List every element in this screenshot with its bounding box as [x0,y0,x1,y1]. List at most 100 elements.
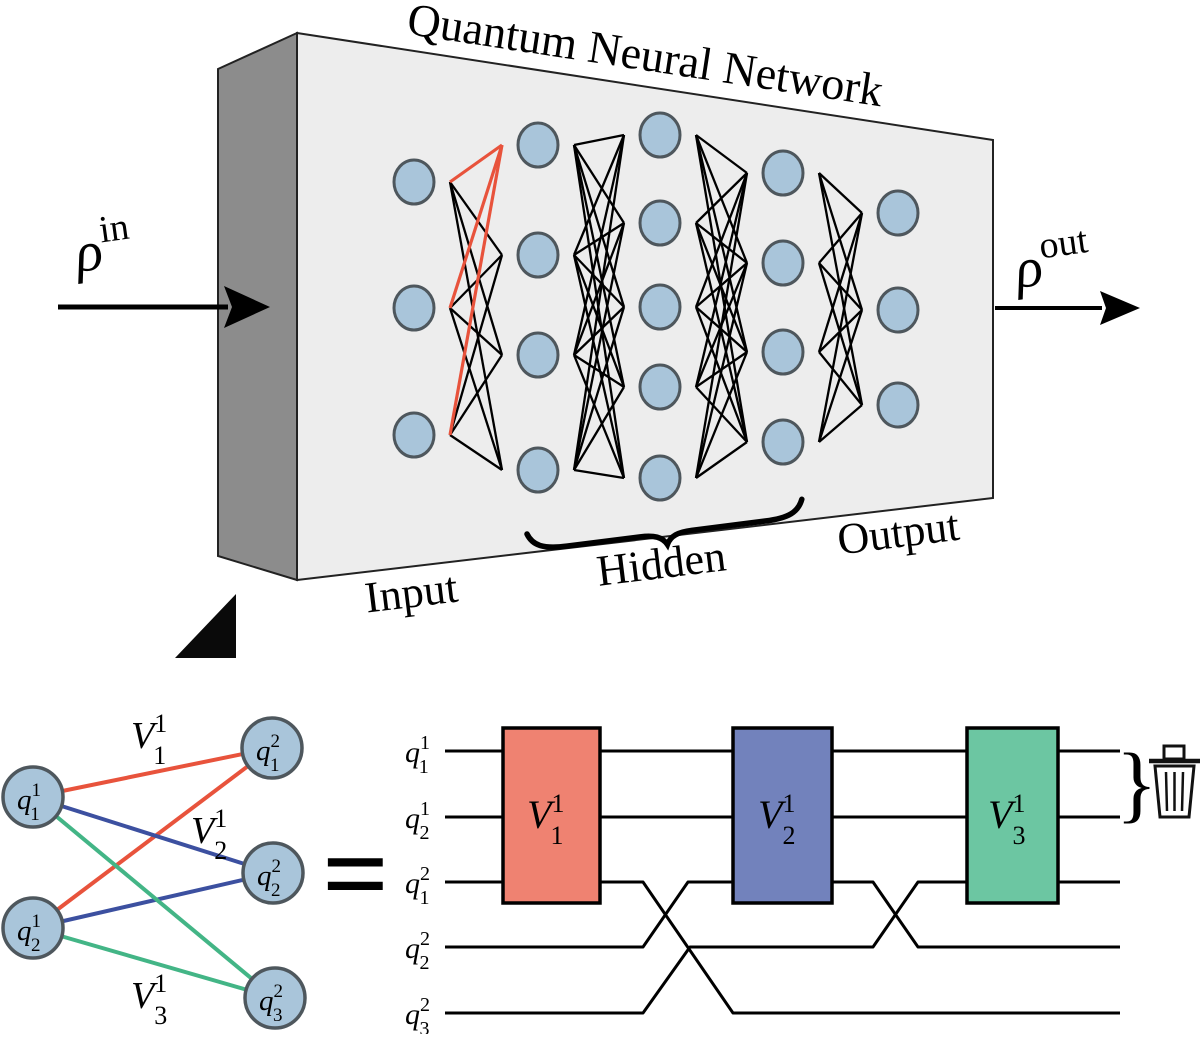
network-edge [449,181,503,256]
gate-v3 [965,726,1060,905]
graph-node-q1-1 [1,765,65,829]
graph-node-q2-2 [241,841,305,905]
network-edges [448,133,864,480]
network-node [876,286,920,334]
network-node [516,331,560,379]
network-edge [573,354,625,388]
network-node [392,158,436,206]
circuit-wire-5 [445,880,1120,1015]
network-edge [572,222,626,471]
io-arrows: ρin ρout [58,206,1140,328]
network-edge [695,262,748,308]
graph-edge-red [31,746,274,930]
network-node [761,239,805,287]
network-edge [448,307,504,471]
graph-node-q3-2 [243,966,307,1030]
network-edge [695,441,748,479]
network-edge [817,172,864,311]
trash-rib [1164,771,1169,812]
graph-edge-red [32,746,273,799]
input-arrow-head [224,286,270,328]
network-nodes [392,111,920,502]
network-edge-highlight [449,143,503,184]
network-edge [573,254,625,308]
network-node [516,231,560,279]
rho-in-label: ρin [68,206,136,285]
gate-v1 [501,726,602,905]
network-edge [448,181,504,356]
network-edge [572,134,626,356]
network-edge-highlight [448,144,504,309]
network-edge [694,351,749,479]
network-edge [572,254,626,388]
network-edge [695,134,748,174]
network-edge [817,172,864,406]
network-node [638,363,682,411]
network-edge [573,144,625,224]
network-edge [694,222,749,353]
network-edge [694,172,749,308]
network-edge [573,133,625,147]
network-edge [694,222,749,443]
network-edge [695,172,748,224]
network-edge [817,212,864,443]
network-node [876,381,920,429]
network-edge [818,404,863,443]
network-edge [694,172,749,479]
network-edge [818,262,863,311]
network-edge [572,144,626,308]
hidden-layers-brace [524,496,805,551]
graph-edge-blue [32,795,274,875]
network-edge [573,386,625,471]
network-node [516,121,560,169]
network-edge [817,309,864,443]
discard-brace: } [1116,735,1157,831]
network-edge [449,434,503,471]
equals-sign: = [322,808,389,939]
network-edge [572,134,626,471]
network-edge [573,306,625,356]
label-input-layer: Input [362,563,460,623]
gate-v2 [731,726,834,905]
network-edge [572,254,626,479]
network-node [761,149,805,197]
trash-rib [1180,771,1185,812]
network-edge [694,262,749,479]
graph-edge-green [31,795,277,1000]
network-node [638,283,682,331]
network-edge [818,172,863,214]
trash-body [1153,764,1196,819]
network-edge [449,307,503,356]
brace-path [524,496,805,551]
network-edge [572,134,626,256]
network-node [638,454,682,502]
network-edge [449,354,503,436]
network-node [761,328,805,376]
network-node [638,199,682,247]
graph-edge-green [32,926,276,1000]
network-edge [572,354,626,479]
network-edge [572,222,626,356]
network-edge [448,181,504,471]
network-edge [817,262,864,406]
network-edge [572,144,626,479]
trash-icon [1149,744,1200,819]
output-arrow-head [1100,291,1140,325]
